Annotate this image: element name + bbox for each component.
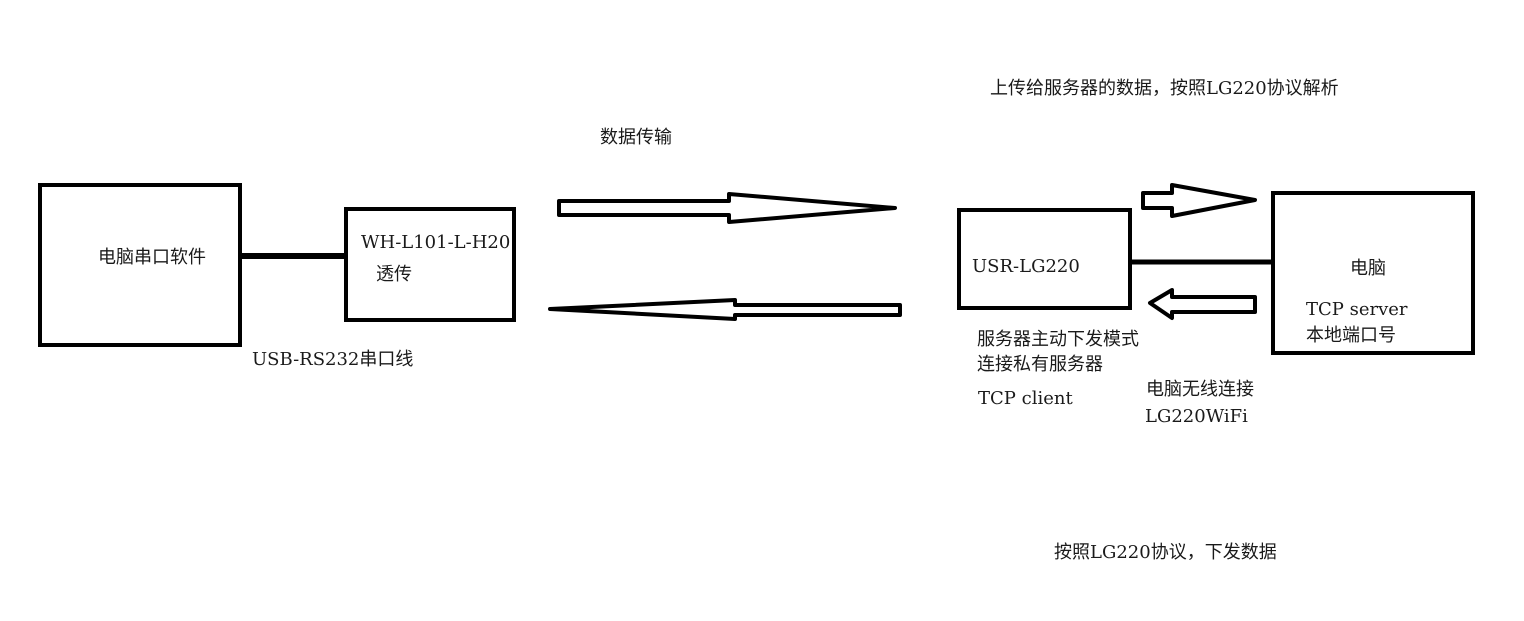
pc-serial-software-box (38, 183, 242, 347)
gateway-name-label: USR-LG220 (972, 256, 1080, 277)
module-name-label: WH-L101-L-H20 (361, 232, 511, 253)
pc-box (1271, 191, 1475, 355)
downlink-arrow (548, 298, 902, 321)
local-port-label: 本地端口号 (1306, 325, 1396, 346)
pc-to-gateway-arrow (1148, 288, 1257, 320)
pc-label: 电脑 (1350, 258, 1386, 279)
gateway-box (957, 208, 1132, 310)
tcp-server-label: TCP server (1306, 299, 1408, 320)
data-transfer-label: 数据传输 (600, 127, 672, 148)
tcp-client-label: TCP client (978, 388, 1073, 409)
downlink-note: 按照LG220协议，下发数据 (1054, 542, 1277, 563)
upload-note: 上传给服务器的数据，按照LG220协议解析 (990, 78, 1339, 99)
module-box (344, 207, 516, 322)
connect-private-server-label: 连接私有服务器 (977, 354, 1103, 375)
server-push-mode-label: 服务器主动下发模式 (977, 329, 1139, 350)
serial-cable-label: USB-RS232串口线 (252, 349, 414, 370)
gateway-to-pc-arrow (1141, 183, 1257, 218)
module-mode-label: 透传 (376, 264, 412, 285)
uplink-arrow (557, 192, 897, 224)
wifi-name-label: LG220WiFi (1145, 406, 1248, 427)
pc-wireless-label: 电脑无线连接 (1146, 379, 1254, 400)
pc-serial-software-label: 电脑串口软件 (98, 247, 206, 268)
